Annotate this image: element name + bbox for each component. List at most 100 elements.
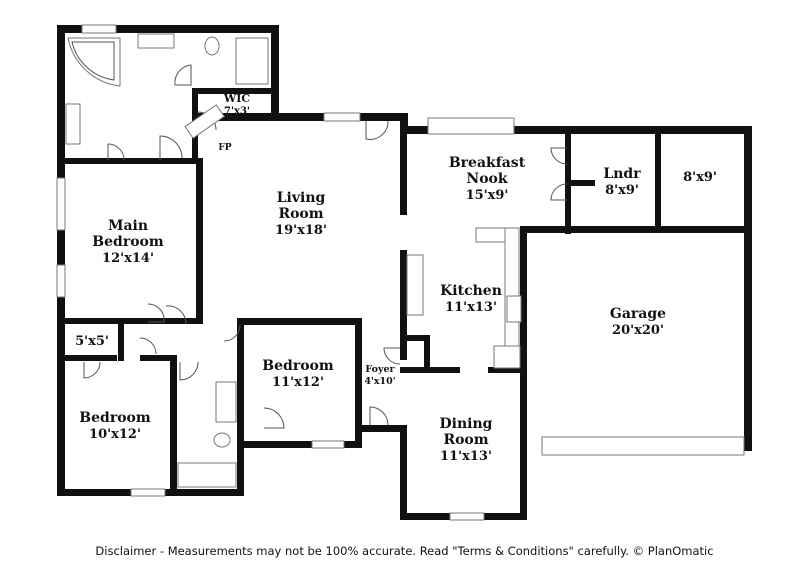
closet-east-wall bbox=[118, 318, 124, 361]
room-dim-foyer: 4'x10' bbox=[364, 376, 395, 387]
doors bbox=[83, 64, 568, 429]
living-east-wall-lower bbox=[400, 250, 407, 360]
fixtures bbox=[65, 33, 522, 488]
room-dim-nook: 15'x9' bbox=[466, 188, 509, 203]
room-name-dining-2: Room bbox=[443, 432, 488, 448]
garage-north-wall bbox=[520, 226, 752, 233]
kitchen-sink bbox=[506, 295, 522, 323]
vanity-sink bbox=[137, 33, 175, 49]
window bbox=[56, 177, 66, 231]
door-swing bbox=[174, 64, 192, 86]
bedroom2-north-wall bbox=[237, 318, 362, 325]
disclaimer-text: Disclaimer - Measurements may not be 100… bbox=[95, 544, 714, 558]
north-wall-bath bbox=[57, 25, 279, 33]
window bbox=[130, 488, 166, 497]
room-name-bedroom-3: Bedroom bbox=[79, 410, 151, 426]
window bbox=[81, 24, 117, 34]
garage-door bbox=[541, 436, 745, 456]
room-name-living-1: Living bbox=[277, 190, 326, 206]
room-dim-closet: 5'x5' bbox=[75, 334, 109, 349]
room-name-kitchen: Kitchen bbox=[440, 283, 502, 299]
room-dim-storage: 8'x9' bbox=[683, 170, 717, 185]
room-name-bedroom-2: Bedroom bbox=[262, 358, 334, 374]
dining-west-wall bbox=[400, 425, 407, 520]
room-name-nook-2: Nook bbox=[466, 171, 507, 187]
closet-south-wall bbox=[57, 355, 117, 361]
toilet-icon bbox=[213, 432, 231, 448]
window bbox=[311, 440, 345, 449]
room-name-dining-1: Dining bbox=[440, 416, 493, 432]
vanity bbox=[215, 381, 237, 423]
bedroom3-east-wall bbox=[170, 355, 177, 495]
room-dim-living: 19'x18' bbox=[275, 223, 327, 238]
living-north-stub bbox=[400, 113, 408, 131]
hall-south-wall bbox=[140, 355, 177, 361]
bath-east-wall bbox=[271, 25, 279, 121]
foyer-south-wall bbox=[355, 425, 407, 432]
foyer-closet-wall bbox=[424, 335, 430, 373]
bedroom2-south-wall bbox=[237, 441, 362, 448]
room-dim-bedroom-2: 11'x12' bbox=[272, 375, 324, 390]
door-swing bbox=[147, 303, 165, 323]
foyer-closet-top bbox=[400, 335, 430, 341]
bath2-south-wall bbox=[170, 489, 244, 496]
main-bedroom-south-wall bbox=[57, 318, 197, 324]
bathtub bbox=[177, 462, 237, 488]
room-dim-laundry: 8'x9' bbox=[605, 183, 639, 198]
room-labels: WIC 7'x3' FP Living Room 19'x18' Breakfa… bbox=[75, 92, 717, 464]
west-wall bbox=[57, 25, 65, 495]
room-name-garage: Garage bbox=[610, 306, 666, 322]
room-dim-kitchen: 11'x13' bbox=[445, 300, 497, 315]
bathtub-inner bbox=[71, 41, 115, 81]
shower-stall bbox=[235, 37, 269, 85]
nook-north-wall bbox=[400, 126, 752, 134]
main-bedroom-east-wall bbox=[196, 158, 203, 324]
room-dim-garage: 20'x20' bbox=[612, 323, 664, 338]
walls bbox=[57, 25, 752, 520]
living-east-wall-upper bbox=[400, 130, 407, 215]
garage-east-wall bbox=[744, 126, 752, 451]
door-swing bbox=[83, 361, 101, 379]
room-dim-dining: 11'x13' bbox=[440, 449, 492, 464]
bedroom3-south-wall bbox=[57, 489, 177, 496]
toilet-icon bbox=[204, 36, 220, 56]
door-swing bbox=[139, 337, 157, 355]
door-swing bbox=[365, 120, 389, 140]
range-counter bbox=[406, 254, 424, 316]
room-name-foyer: Foyer bbox=[365, 364, 395, 375]
fireplace-label: FP bbox=[218, 143, 231, 153]
room-name-main-bedroom-2: Bedroom bbox=[92, 234, 164, 250]
bath2-east-wall bbox=[237, 318, 244, 493]
room-dim-wic: 7'x3' bbox=[224, 106, 250, 117]
main-bedroom-north-wall bbox=[57, 158, 203, 164]
window bbox=[427, 117, 515, 135]
room-name-main-bedroom-1: Main bbox=[108, 218, 148, 234]
bathtub-corner bbox=[67, 37, 121, 87]
door-swing bbox=[383, 347, 401, 365]
window bbox=[323, 112, 361, 122]
door-swing bbox=[107, 143, 125, 161]
bedroom2-east-wall bbox=[355, 318, 362, 448]
window bbox=[449, 512, 485, 521]
door-swing bbox=[550, 183, 568, 201]
dishwasher bbox=[493, 345, 521, 369]
door-swing bbox=[223, 324, 241, 342]
door-swing bbox=[369, 406, 389, 426]
door-swing bbox=[165, 305, 187, 325]
laundry-east-wall bbox=[655, 134, 661, 232]
room-name-living-2: Room bbox=[278, 206, 323, 222]
room-name-wic: WIC bbox=[223, 92, 250, 105]
window bbox=[56, 264, 66, 298]
door-swing bbox=[179, 361, 199, 381]
laundry-inner-wall bbox=[565, 180, 595, 186]
kitchen-south-wall-right bbox=[488, 367, 527, 373]
door-swing bbox=[263, 407, 285, 429]
fireplace bbox=[184, 104, 225, 139]
wic-north-wall bbox=[192, 88, 279, 94]
room-name-nook-1: Breakfast bbox=[449, 155, 526, 171]
door-swing bbox=[550, 147, 568, 165]
vanity bbox=[65, 103, 81, 145]
room-dim-main-bedroom: 12'x14' bbox=[102, 251, 154, 266]
door-swing bbox=[159, 135, 183, 160]
